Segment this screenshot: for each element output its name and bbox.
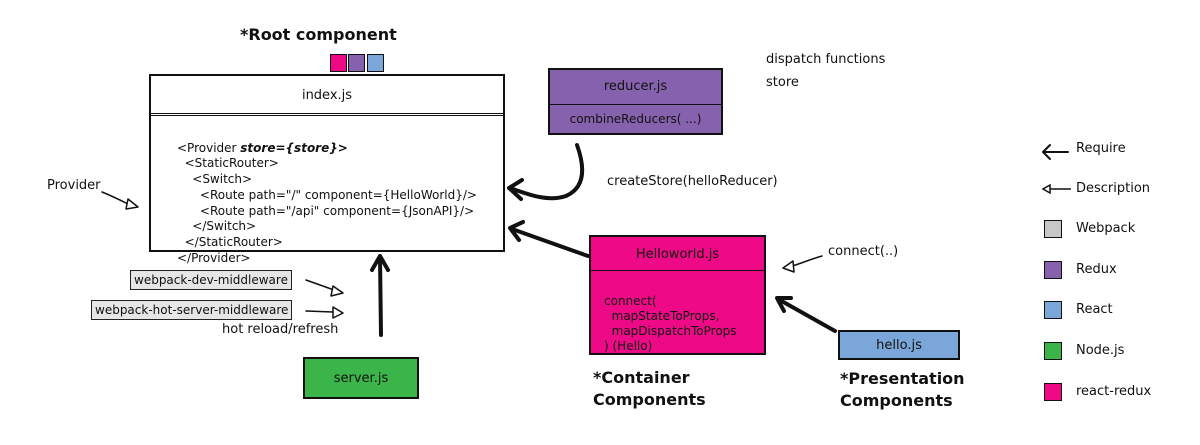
helloworld-require-arrowhead [508,220,525,242]
helloworld-code: connect( mapStateToProps, mapDispatchToP… [604,279,737,354]
code-line: <Route path="/" component={HelloWorld}/> [177,187,477,202]
dispatch-functions-note: dispatch functions [766,52,886,67]
legend-webpack-swatch [1044,220,1062,238]
code-line: <Switch> [177,172,253,187]
provider-note: Provider [47,178,101,193]
legend-redux-swatch [1044,261,1062,279]
helloworld-divider [591,270,764,271]
webpack-dev-description-line [305,279,335,291]
index-js-code: <Provider store={store}> <StaticRouter> … [177,125,477,266]
connect-description-line [791,255,823,267]
reducer-js-box: reducer.js combineReducers( ...) [548,68,723,135]
code-line: ) (Hello) [604,339,653,353]
reducer-require-arrowhead [507,178,524,201]
presentation-caption-line1: *Presentation [840,369,965,388]
reducer-require-arrow [508,143,585,201]
store-note: store [766,75,799,90]
react-chip [367,54,384,72]
server-js-title: server.js [333,371,389,386]
legend-webpack: Webpack [1076,221,1136,236]
legend-nodejs-swatch [1044,342,1062,360]
legend-react: React [1076,302,1113,317]
reducer-js-title: reducer.js [603,79,668,94]
require-arrow-icon [1042,144,1069,160]
provider-description-head [125,198,139,210]
webpack-hot-description-line [305,310,334,313]
code-line: </Provider> [177,250,251,265]
presentation-components-caption: *Presentation Components [840,368,965,412]
code-line: <StaticRouter> [177,156,279,171]
presentation-caption-line2: Components [840,391,953,410]
code-line: </Switch> [177,219,257,234]
legend-require: Require [1076,141,1126,156]
description-arrow-icon [1041,183,1071,195]
code-line-store: store={store}> [240,140,348,155]
code-line: <Provider [177,140,241,155]
container-caption-line1: *Container [593,368,690,387]
index-js-title: index.js [301,88,353,103]
connect-description-head [782,260,795,273]
helloworld-require-arrow [510,227,590,258]
connect-note: connect(..) [828,244,899,259]
create-store-note: createStore(helloReducer) [607,174,778,189]
code-line: </StaticRouter> [177,234,283,249]
legend-react-redux: react-redux [1076,384,1152,399]
legend-nodejs: Node.js [1076,343,1125,358]
code-line: <Route path="/api" component={JsonAPI}/> [177,203,475,218]
server-require-arrow [378,255,383,337]
helloworld-js-box: Helloworld.js connect( mapStateToProps, … [589,235,766,355]
index-js-divider [151,113,503,116]
index-js-box: index.js <Provider store={store}> <Stati… [149,74,505,265]
helloworld-js-title: Helloworld.js [635,247,720,262]
hello-require-arrowhead [775,296,793,313]
root-component-heading: *Root component [240,25,397,44]
legend-react-redux-swatch [1044,383,1062,401]
hello-js-title: hello.js [876,338,922,353]
reducer-js-body: combineReducers( ...) [569,112,702,126]
code-line: mapStateToProps, [604,309,720,323]
server-js-box: server.js [303,357,419,399]
webpack-dev-description-head [330,285,344,297]
legend-description: Description [1076,181,1151,196]
webpack-hot-server-middleware-label: webpack-hot-server-middleware [91,300,293,320]
code-line: connect( [604,294,657,308]
legend-redux: Redux [1076,262,1117,277]
webpack-hot-description-head [332,306,344,319]
webpack-dev-middleware-label: webpack-dev-middleware [130,270,292,290]
provider-description-line [101,191,129,205]
container-caption-line2: Components [593,390,706,409]
legend-react-swatch [1044,301,1062,319]
container-components-caption: *Container Components [593,367,706,411]
react-redux-chip [330,54,347,72]
redux-chip [348,54,365,72]
hello-js-box: hello.js [838,330,960,360]
reducer-divider [550,104,721,105]
hello-require-arrow [776,297,837,333]
hot-reload-note: hot reload/refresh [222,322,339,337]
server-require-arrowhead [370,254,390,272]
code-line: mapDispatchToProps [604,324,737,338]
